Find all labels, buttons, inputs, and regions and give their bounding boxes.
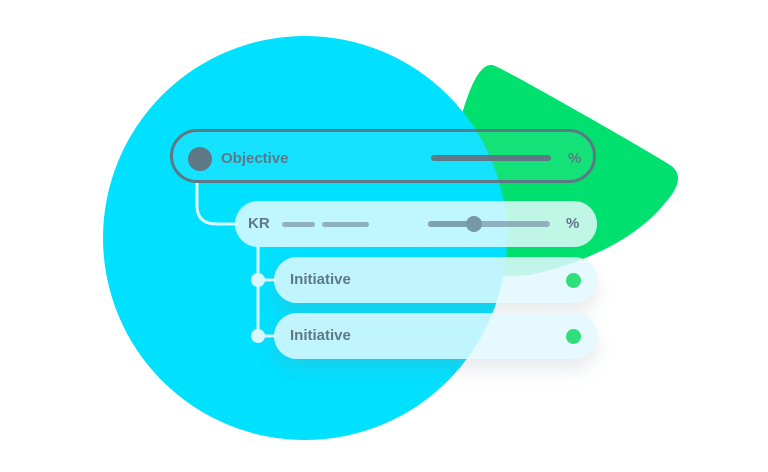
objective-percent: % bbox=[568, 150, 582, 167]
objective-label: Objective bbox=[221, 150, 289, 167]
objective-progress-bar bbox=[431, 155, 551, 161]
kr-progress-fill bbox=[428, 221, 475, 227]
kr-label: KR bbox=[248, 215, 270, 232]
kr-placeholder-text bbox=[282, 222, 315, 227]
initiative-row[interactable]: Initiative bbox=[274, 257, 597, 303]
objective-row[interactable]: Objective % bbox=[170, 129, 596, 183]
initiative-label: Initiative bbox=[290, 271, 351, 288]
objective-circle-icon bbox=[188, 147, 212, 171]
status-dot-icon bbox=[566, 329, 581, 344]
initiative-label: Initiative bbox=[290, 327, 351, 344]
kr-slider-thumb[interactable] bbox=[466, 216, 483, 232]
connector-dot-initiative-1 bbox=[251, 273, 265, 287]
connector-objective-kr bbox=[195, 183, 238, 226]
kr-row[interactable]: KR % bbox=[235, 201, 597, 247]
kr-placeholder-text bbox=[322, 222, 369, 227]
kr-percent: % bbox=[566, 215, 580, 232]
initiative-row[interactable]: Initiative bbox=[274, 313, 597, 359]
status-dot-icon bbox=[566, 273, 581, 288]
connector-dot-initiative-2 bbox=[251, 329, 265, 343]
kr-progress-slider[interactable] bbox=[428, 216, 550, 232]
